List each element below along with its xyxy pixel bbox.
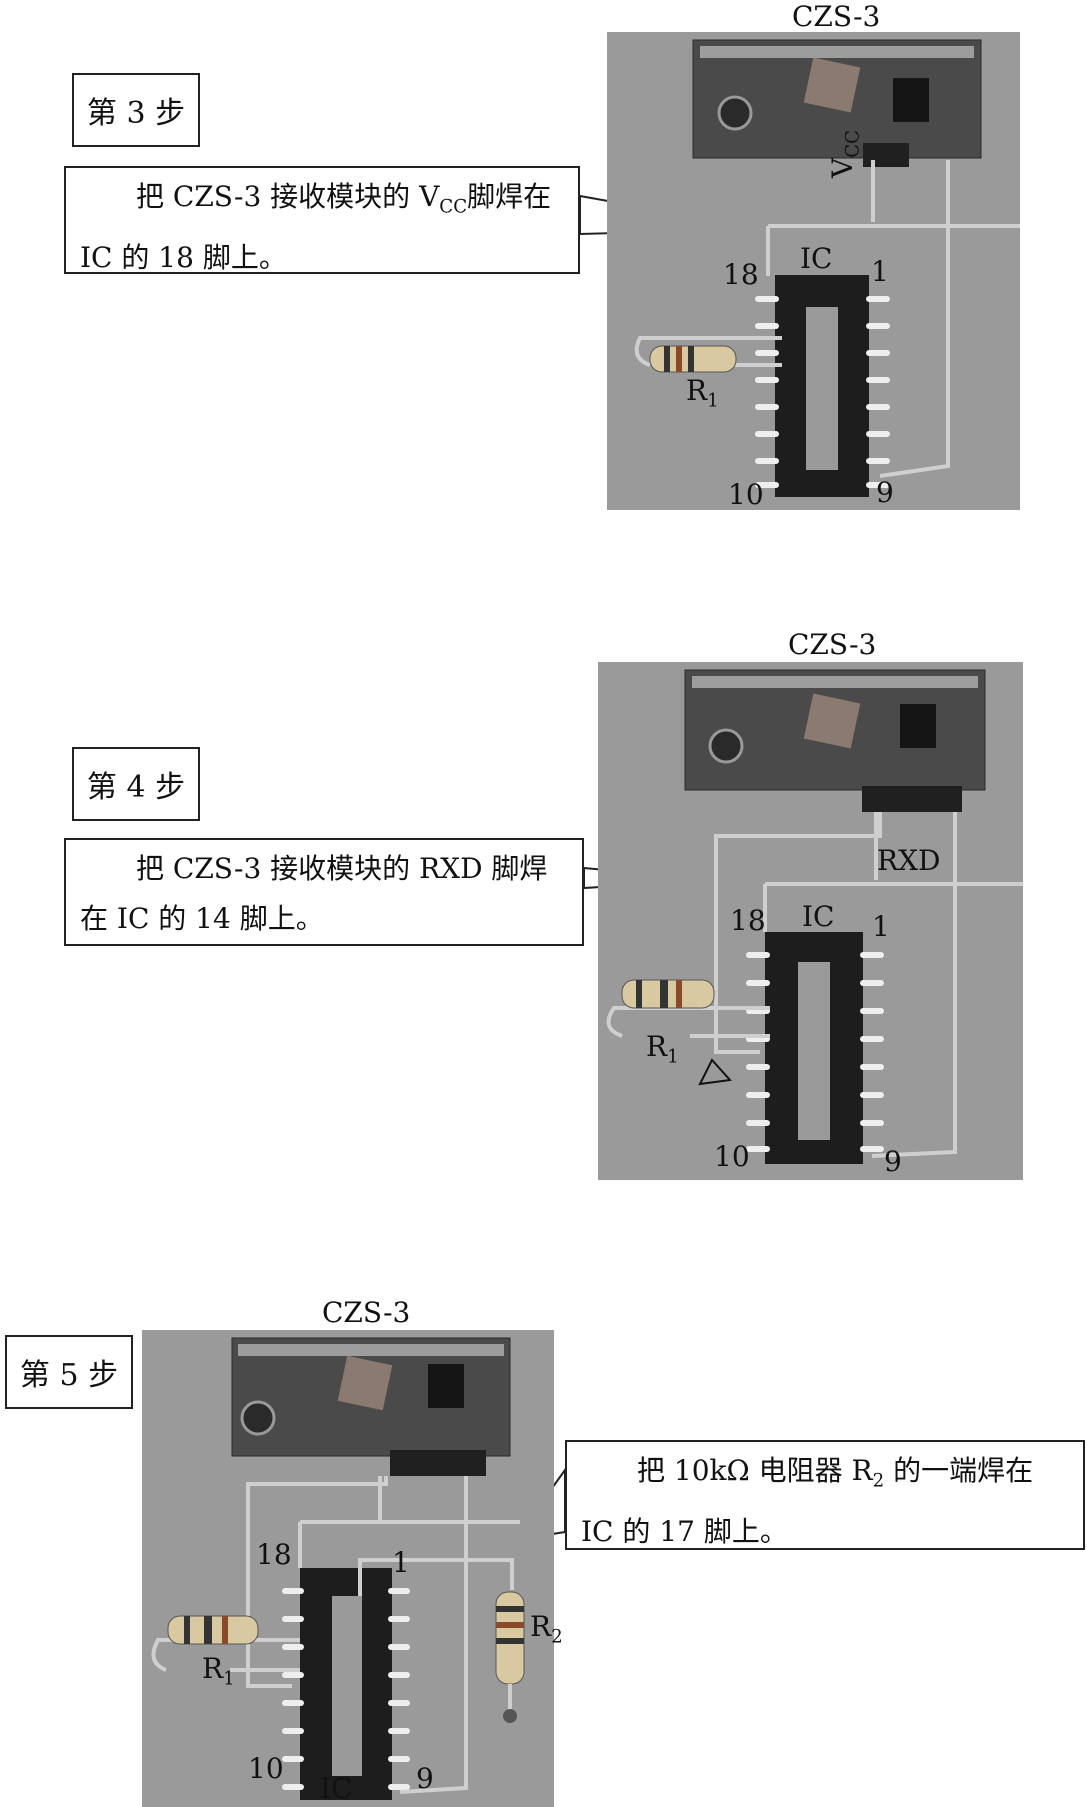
step-3-pin-18: 18	[723, 258, 759, 291]
step-4-instruction: 把 CZS-3 接收模块的 RXD 脚焊 在 IC 的 14 脚上。	[64, 838, 584, 946]
step-3-ic-label: IC	[800, 242, 833, 275]
step-4-label: 第 4 步	[72, 747, 200, 821]
step-4-pin-18: 18	[730, 904, 766, 937]
step-4-pin-1: 1	[872, 910, 890, 943]
step-5-instruction: 把 10kΩ 电阻器 R2 的一端焊在 IC 的 17 脚上。	[565, 1440, 1085, 1550]
step-3-pin-9: 9	[876, 476, 894, 509]
step-3-pin-10: 10	[728, 478, 764, 511]
step-5-r1-label: R1	[202, 1652, 235, 1690]
step-5-pin-18: 18	[256, 1538, 292, 1571]
step-4-module-label: CZS-3	[788, 628, 877, 661]
step-5-label: 第 5 步	[5, 1335, 133, 1409]
step-3-pin-1: 1	[871, 255, 889, 288]
step-3-photo	[579, 32, 1020, 510]
step-4-pin-9: 9	[884, 1145, 902, 1178]
step-4-ic-label: IC	[802, 900, 835, 933]
step-3-module-label: CZS-3	[792, 0, 881, 33]
step-3-vcc-label: VCC	[826, 129, 864, 178]
step-5-photo	[142, 1330, 566, 1807]
step-4-photo	[583, 662, 1023, 1180]
step-3-label: 第 3 步	[72, 73, 200, 147]
step-3-instruction: 把 CZS-3 接收模块的 VCC脚焊在 IC 的 18 脚上。	[64, 166, 580, 274]
step-4-pin-10: 10	[714, 1140, 750, 1173]
step-4-rxd-label: RXD	[877, 844, 941, 877]
step-5-r2-label: R2	[530, 1610, 563, 1648]
step-5-pin-9: 9	[416, 1762, 434, 1795]
step-5-pin-10: 10	[248, 1752, 284, 1785]
step-5-ic-label: IC	[320, 1772, 353, 1805]
step-5-module-label: CZS-3	[322, 1296, 411, 1329]
step-5-pin-1: 1	[392, 1546, 410, 1579]
step-3-r1-label: R1	[686, 374, 719, 412]
step-4-r1-label: R1	[646, 1030, 679, 1068]
